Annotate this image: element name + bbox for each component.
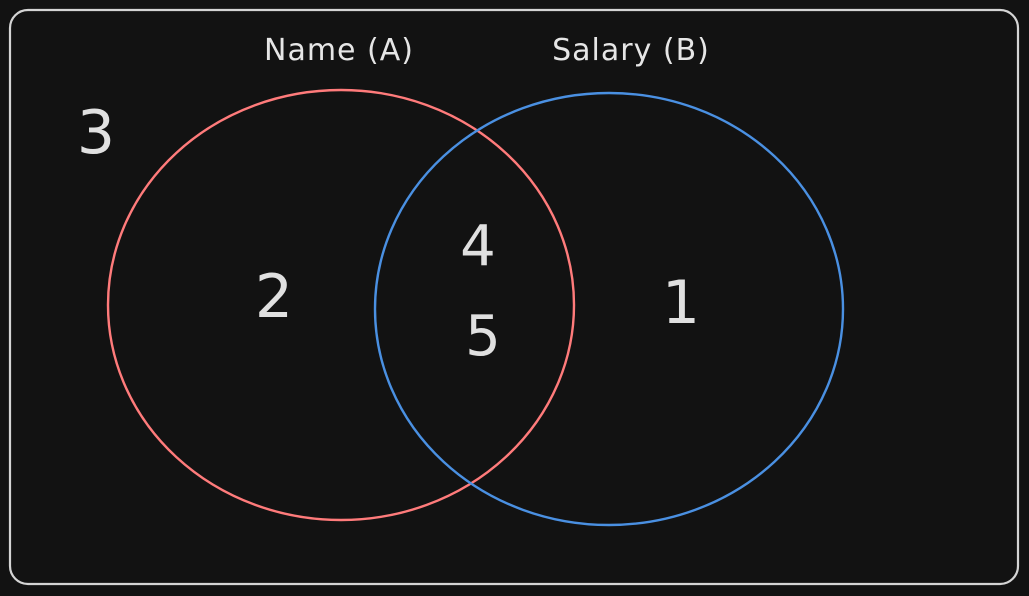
set-b-circle	[373, 91, 845, 527]
outside-element: 3	[77, 98, 115, 168]
universe-frame	[8, 8, 1020, 586]
set-b-label: Salary (B)	[552, 33, 710, 68]
set-a-label: Name (A)	[264, 33, 414, 68]
set-a-circle	[106, 88, 576, 522]
only-a-element: 2	[255, 262, 293, 332]
intersection-element-2: 5	[465, 304, 501, 369]
only-b-element: 1	[662, 268, 700, 338]
intersection-element-1: 4	[460, 214, 496, 279]
